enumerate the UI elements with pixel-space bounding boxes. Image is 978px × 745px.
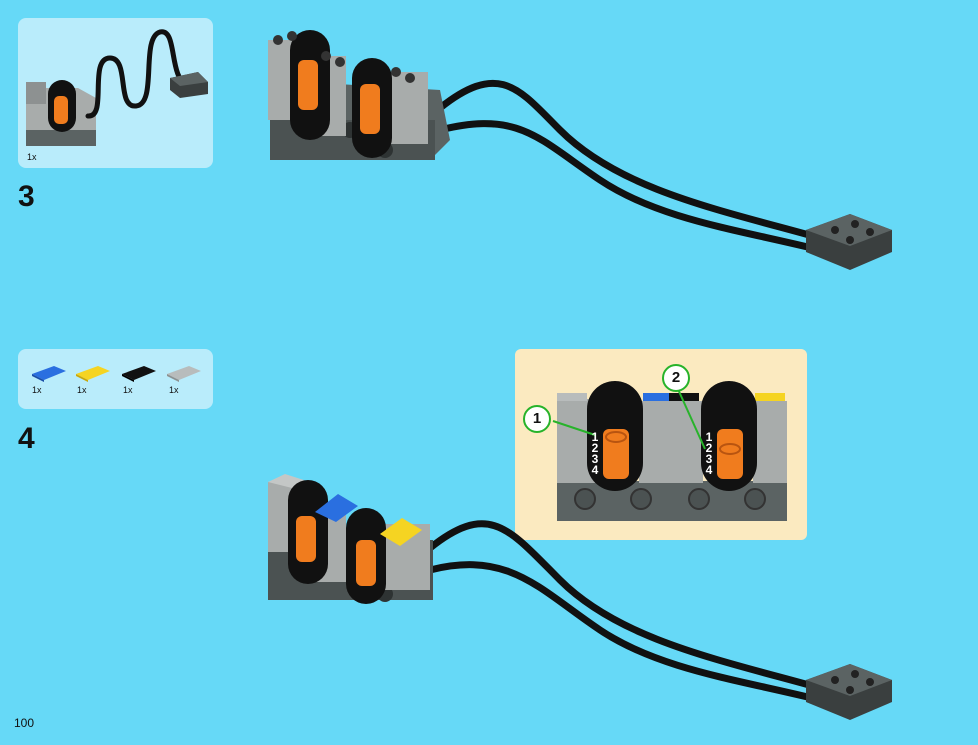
black-tile-icon — [122, 366, 156, 382]
step3-parts-box: 1x — [18, 18, 213, 168]
yellow-tile-icon — [76, 366, 110, 382]
callout-detail-box: 1 2 1 2 3 4 1 2 3 4 — [515, 349, 807, 540]
callout-front-view — [552, 381, 787, 521]
page-number: 100 — [14, 716, 35, 730]
callout-label-1: 1 — [523, 405, 551, 433]
part-quantity: 1x — [32, 385, 42, 395]
roller-position-numbers-1: 1 2 3 4 — [591, 430, 599, 477]
part-quantity: 1x — [169, 385, 179, 395]
blue-tile-icon — [32, 366, 66, 382]
step4-parts-box: 1x 1x 1x 1x — [18, 349, 213, 409]
step-number-3: 3 — [18, 180, 35, 213]
part-quantity: 1x — [123, 385, 133, 395]
part-quantity: 1x — [77, 385, 87, 395]
battery-box-icon — [26, 29, 208, 146]
gray-tile-icon — [167, 366, 201, 382]
part-quantity: 1x — [27, 152, 37, 162]
roller-position-numbers-2: 1 2 3 4 — [705, 430, 713, 477]
step-number-4: 4 — [18, 422, 35, 455]
callout-label-2: 2 — [662, 364, 690, 392]
